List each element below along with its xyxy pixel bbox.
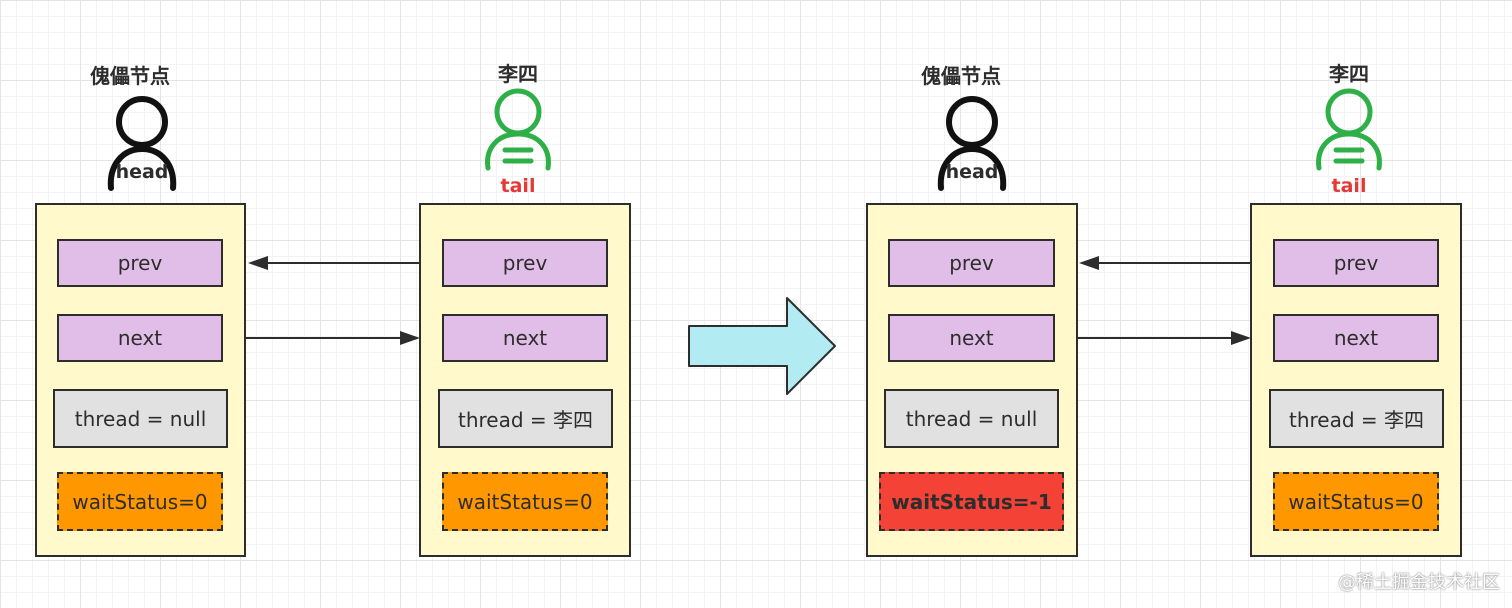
after-waiter-next-field: next bbox=[1273, 314, 1439, 362]
after-dummy-thread-field: thread = null bbox=[884, 389, 1059, 448]
before-waiter-wait-status: waitStatus=0 bbox=[442, 472, 608, 531]
before-dummy-next-field: next bbox=[57, 314, 223, 362]
before-waiter-next-field: next bbox=[442, 314, 608, 362]
after-dummy-next-field: next bbox=[888, 314, 1055, 362]
before-dummy-prev-field: prev bbox=[57, 239, 223, 287]
after-dummy-wait-status: waitStatus=-1 bbox=[879, 472, 1064, 531]
after-waiter-wait-status: waitStatus=0 bbox=[1273, 472, 1439, 531]
after-waiter-tail-label: tail bbox=[1331, 175, 1367, 197]
before-waiter-person-icon bbox=[485, 88, 551, 171]
after-dummy-prev-field: prev bbox=[888, 239, 1055, 287]
before-dummy-head-label: head bbox=[115, 161, 169, 183]
after-dummy-person-icon bbox=[937, 96, 1007, 191]
after-dummy-title: 傀儡节点 bbox=[921, 64, 1001, 88]
after-prev-arrowhead bbox=[1079, 256, 1099, 270]
after-dummy-head-label: head bbox=[945, 161, 999, 183]
before-next-arrowhead bbox=[400, 331, 420, 345]
before-prev-arrowhead bbox=[248, 256, 268, 270]
after-waiter-thread-field: thread = 李四 bbox=[1269, 389, 1444, 448]
before-dummy-wait-status: waitStatus=0 bbox=[57, 472, 223, 531]
after-waiter-title: 李四 bbox=[1329, 62, 1369, 86]
before-dummy-person-icon bbox=[107, 96, 177, 191]
before-waiter-prev-field: prev bbox=[442, 239, 608, 287]
after-waiter-person-icon bbox=[1316, 88, 1382, 171]
before-waiter-title: 李四 bbox=[498, 62, 538, 86]
after-next-arrowhead bbox=[1231, 331, 1251, 345]
after-waiter-prev-field: prev bbox=[1273, 239, 1439, 287]
before-waiter-thread-field: thread = 李四 bbox=[438, 389, 613, 448]
right-arrow-icon bbox=[688, 297, 836, 395]
before-dummy-thread-field: thread = null bbox=[53, 389, 228, 448]
before-waiter-tail-label: tail bbox=[500, 175, 536, 197]
watermark: @稀土掘金技术社区 bbox=[1338, 572, 1500, 593]
before-dummy-title: 傀儡节点 bbox=[90, 64, 170, 88]
